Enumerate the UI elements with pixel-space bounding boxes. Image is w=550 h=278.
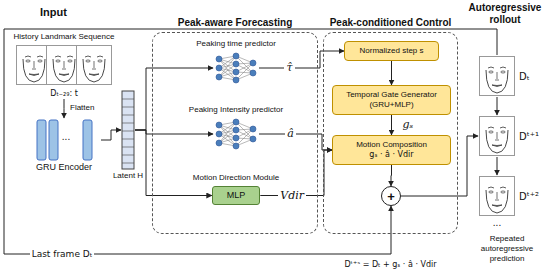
landmark-frame: Dₜ bbox=[478, 55, 548, 97]
box-text: Normalized step s bbox=[349, 46, 434, 56]
plus-sign: + bbox=[387, 190, 395, 203]
face-frame bbox=[478, 115, 516, 157]
edge-label: τ̂ bbox=[284, 62, 294, 74]
edge-label: Vdir bbox=[278, 190, 306, 202]
frame-label: Dᵗ⁺¹ bbox=[519, 131, 539, 142]
module-panel: Peak-conditioned ControlNormalized step … bbox=[323, 32, 458, 234]
note-text: Repeated autoregressive prediction bbox=[466, 234, 548, 264]
connector bbox=[135, 130, 213, 134]
landmark-frame: Dᵗ⁺¹ bbox=[478, 115, 548, 157]
frame-label: Dₜ bbox=[519, 71, 530, 82]
box-text: Motion Composition bbox=[337, 140, 446, 150]
sequence-title: History Landmark Sequence bbox=[8, 32, 120, 42]
column-title: Autoregressive rollout bbox=[462, 2, 548, 26]
process-box: Normalized step s bbox=[344, 41, 439, 61]
connector bbox=[391, 165, 393, 186]
latent-label: Latent H bbox=[108, 170, 148, 181]
edge-label: Last frame Dₜ bbox=[30, 248, 95, 260]
predictor-label: Peaking time predictor bbox=[161, 39, 311, 49]
box-text: Temporal Gate Generator (GRU+MLP) bbox=[337, 90, 446, 110]
face-sequence bbox=[16, 43, 112, 87]
mlp-box: MLP bbox=[212, 186, 261, 205]
connector bbox=[259, 51, 344, 68]
face-frame bbox=[478, 175, 516, 217]
connector bbox=[101, 130, 121, 140]
latent-bar bbox=[121, 90, 135, 170]
connector bbox=[497, 157, 498, 175]
step-label: Flatten bbox=[70, 103, 94, 112]
panel-heading: Peak-conditioned Control bbox=[316, 17, 465, 28]
module-label: Motion Direction Module bbox=[161, 173, 311, 183]
encoder-label: GRU Encoder bbox=[27, 162, 101, 173]
mlp-label: MLP bbox=[227, 190, 246, 201]
connector bbox=[497, 97, 498, 115]
encoder-block: GRU Encoder bbox=[27, 118, 101, 173]
latent-vector: Latent H bbox=[108, 90, 148, 181]
ellipsis: ... bbox=[478, 218, 516, 228]
connector bbox=[64, 99, 65, 118]
predictor-label: Peaking Intensity predictor bbox=[161, 105, 311, 115]
equation: Dᵗ⁺ˢ = Dₜ + gₛ · â · Vdir bbox=[325, 260, 456, 269]
input-sequence: History Landmark SequenceDₜ₋₂₉: t bbox=[8, 32, 120, 99]
network-icon bbox=[213, 117, 259, 151]
edge-label: â bbox=[285, 128, 296, 140]
sum-circle: + bbox=[381, 186, 401, 206]
column-title: Input bbox=[40, 6, 67, 18]
landmark-frame: Dᵗ⁺² bbox=[478, 175, 548, 217]
panel-heading: Peak-aware Forecasting bbox=[145, 17, 325, 28]
process-box: Temporal Gate Generator (GRU+MLP) bbox=[332, 85, 451, 115]
connector bbox=[391, 115, 392, 135]
connector bbox=[391, 61, 392, 85]
edge-label: gₛ bbox=[401, 119, 416, 131]
connector bbox=[135, 68, 213, 130]
sequence-range: Dₜ₋₂₉: t bbox=[8, 88, 120, 99]
connector bbox=[4, 29, 497, 254]
face-frame bbox=[478, 55, 516, 97]
connector bbox=[135, 130, 212, 196]
process-box: Motion Compositiongₛ · â · Vdir bbox=[332, 135, 451, 165]
ellipsis: ... bbox=[57, 131, 75, 142]
network-icon bbox=[213, 51, 259, 85]
frame-label: Dᵗ⁺² bbox=[519, 191, 539, 202]
box-text: gₛ · â · Vdir bbox=[337, 150, 446, 160]
